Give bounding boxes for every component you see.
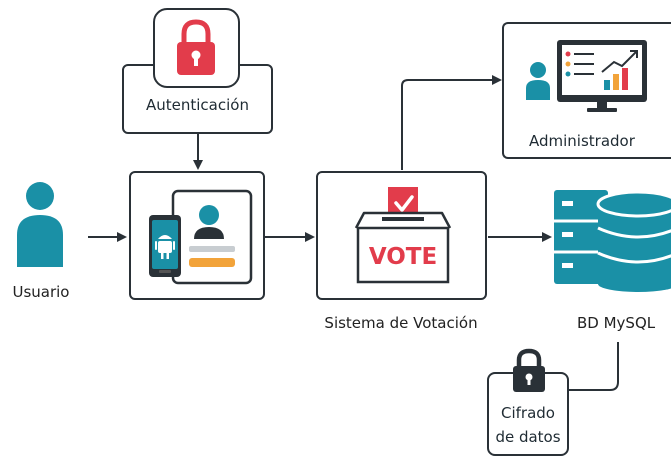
sistema-votacion-label: Sistema de Votación bbox=[324, 314, 478, 332]
usuario-label: Usuario bbox=[12, 283, 70, 301]
line-cifrado-to-bd bbox=[568, 342, 619, 391]
cifrado-label-line1: Cifrado bbox=[501, 404, 555, 422]
arrow-sistema-to-admin bbox=[401, 75, 502, 170]
database-icon bbox=[554, 190, 671, 292]
ballot-vote-text: VOTE bbox=[369, 244, 437, 270]
ballot-box-illustration: VOTE bbox=[354, 187, 452, 284]
app-illustration bbox=[149, 189, 253, 285]
sistema-votacion-box: VOTE bbox=[316, 171, 487, 300]
administrador-label: Administrador bbox=[529, 132, 635, 150]
administrador-box: Administrador bbox=[502, 22, 671, 159]
lock-icon bbox=[177, 19, 215, 75]
cifrado-label-line2: de datos bbox=[495, 428, 561, 446]
lock-badge bbox=[153, 8, 240, 88]
user-icon bbox=[17, 182, 63, 267]
autenticacion-box: Autenticación bbox=[122, 64, 273, 134]
lock-icon-small bbox=[513, 348, 545, 392]
cifrado-box: Cifrado de datos bbox=[487, 372, 569, 456]
app-login-box bbox=[129, 171, 265, 300]
admin-dashboard-illustration bbox=[526, 40, 647, 112]
bd-mysql-label: BD MySQL bbox=[577, 314, 656, 332]
autenticacion-label: Autenticación bbox=[146, 96, 249, 114]
